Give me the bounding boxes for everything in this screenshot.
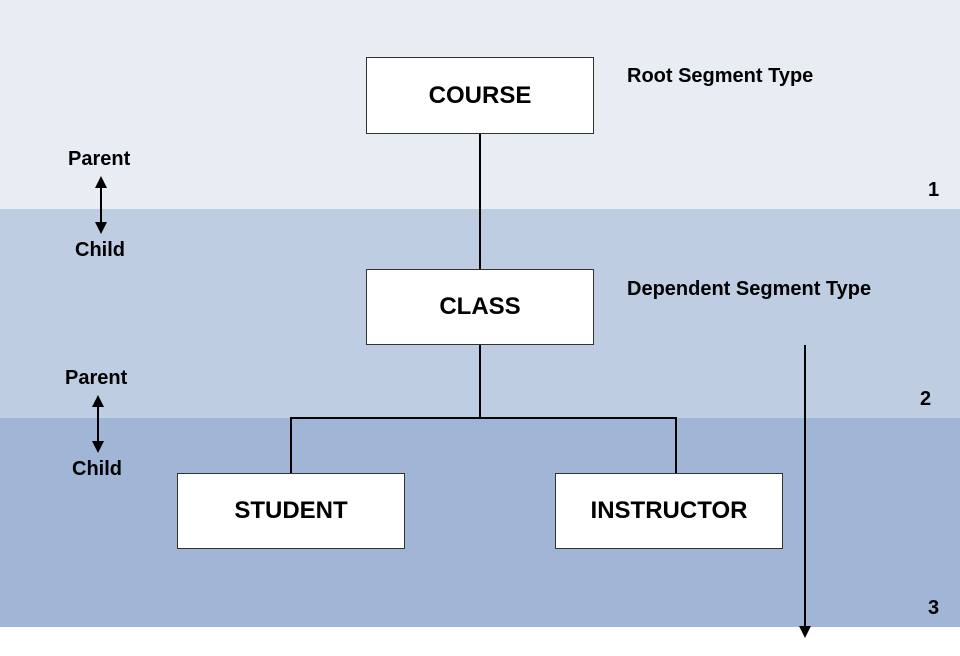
level-number-1: 1 <box>928 179 940 201</box>
student-segment: STUDENT <box>177 473 405 549</box>
level-band-3 <box>0 418 960 627</box>
parent-label-2: Parent <box>65 367 128 389</box>
child-label-1: Child <box>75 239 125 261</box>
class-segment: CLASS <box>366 269 594 345</box>
level-number-3: 3 <box>928 597 940 619</box>
root-segment-label: Root Segment Type <box>627 65 814 87</box>
child-label-2: Child <box>72 458 122 480</box>
instructor-segment: INSTRUCTOR <box>555 473 783 549</box>
parent-label-1: Parent <box>68 148 131 170</box>
dependent-segment-label: Dependent Segment Type <box>627 278 872 300</box>
course-segment: COURSE <box>366 57 594 134</box>
level-number-2: 2 <box>920 388 932 410</box>
